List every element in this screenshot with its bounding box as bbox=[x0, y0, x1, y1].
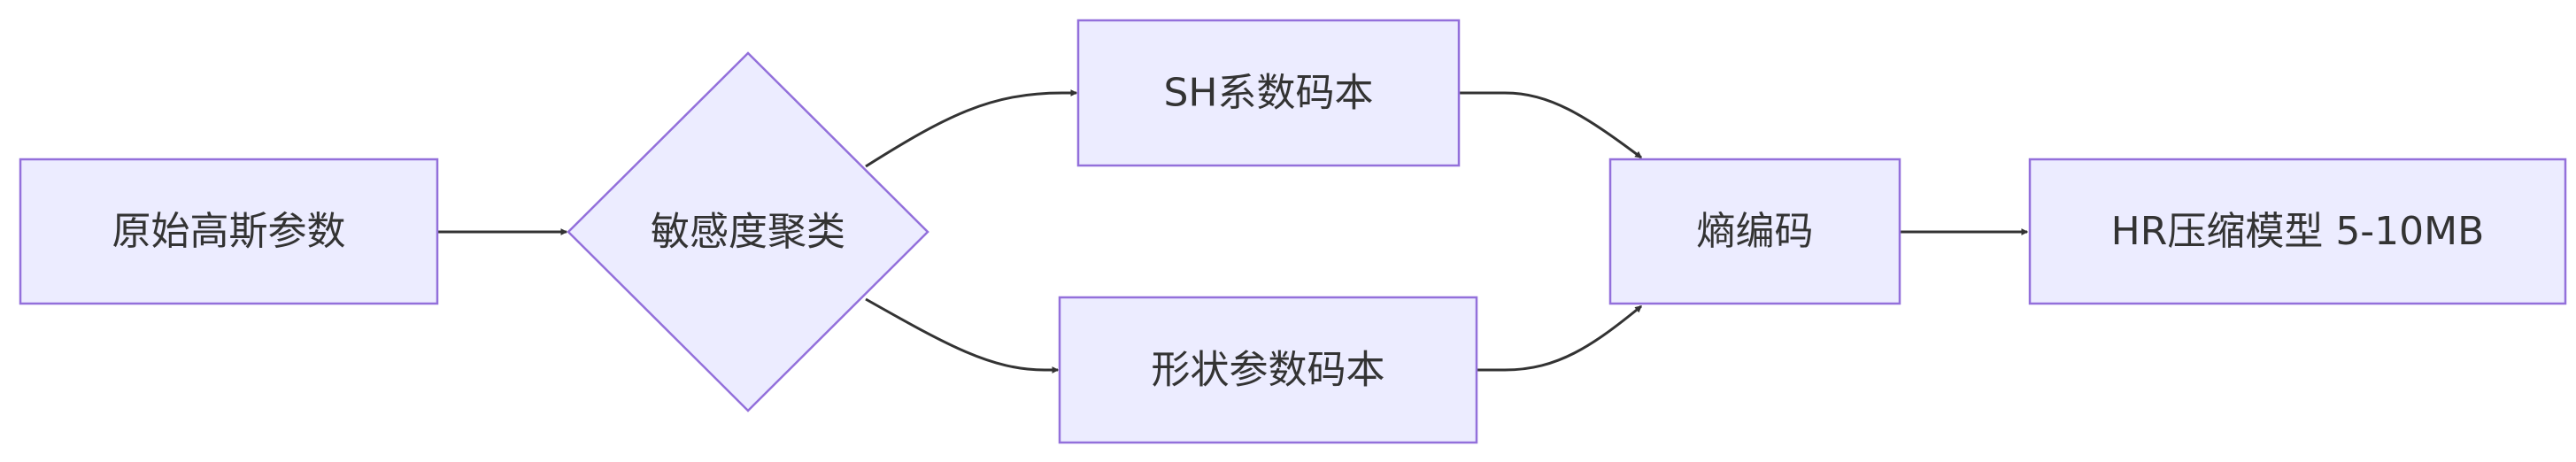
edge-cluster-to-shape bbox=[865, 297, 1060, 373]
node-cluster-label: 敏感度聚类 bbox=[651, 210, 845, 255]
edge-cluster-to-sh bbox=[865, 89, 1078, 168]
node-shape-codebook: 形状参数码本 bbox=[1058, 296, 1478, 444]
node-raw-label: 原始高斯参数 bbox=[112, 209, 346, 254]
node-shape-label: 形状参数码本 bbox=[1152, 348, 1385, 393]
edge-sh-to-entropy bbox=[1459, 91, 1643, 159]
node-entropy-label: 熵编码 bbox=[1697, 209, 1814, 254]
node-sh-codebook: SH系数码本 bbox=[1076, 19, 1461, 167]
node-hr-label: HR压缩模型 5-10MB bbox=[2111, 209, 2485, 254]
node-raw-gaussian-params: 原始高斯参数 bbox=[19, 158, 439, 305]
node-sensitivity-clustering: 敏感度聚类 bbox=[567, 51, 929, 412]
edges-group bbox=[437, 89, 2029, 373]
node-hr-compressed-model: HR压缩模型 5-10MB bbox=[2028, 158, 2567, 305]
node-entropy-coding: 熵编码 bbox=[1608, 158, 1901, 305]
node-sh-label: SH系数码本 bbox=[1163, 71, 1373, 116]
edge-shape-to-entropy bbox=[1477, 304, 1643, 372]
